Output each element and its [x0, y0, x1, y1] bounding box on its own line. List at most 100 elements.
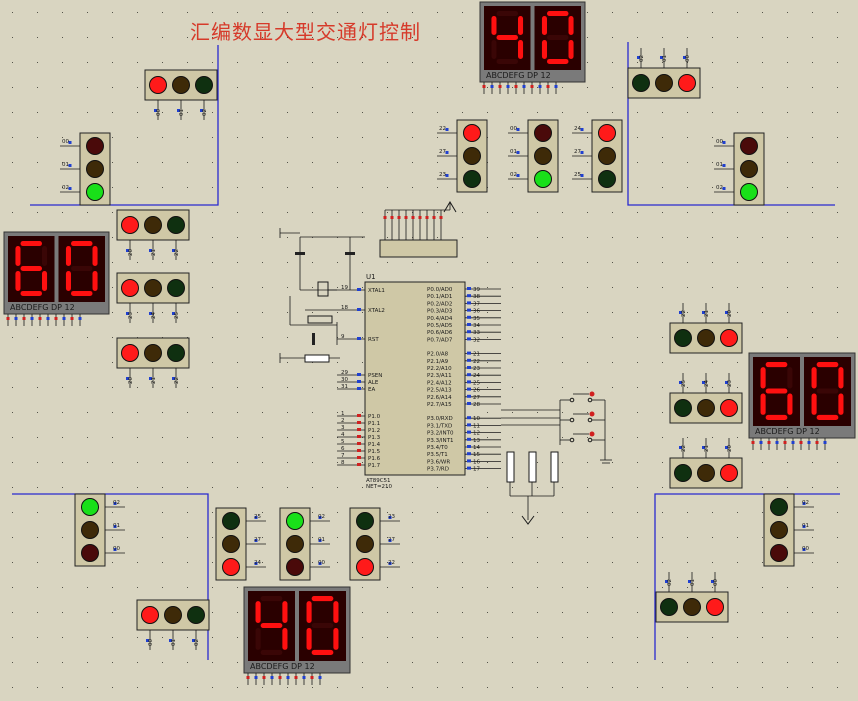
lamp-green	[86, 183, 104, 201]
pin-label: 20	[727, 445, 733, 452]
mcu-pin-num: 19	[341, 285, 348, 291]
segment-e	[491, 40, 497, 59]
pin-label: 24	[574, 126, 581, 132]
mcu-pin-num: 28	[473, 402, 480, 408]
pin-label: 00	[802, 546, 809, 552]
lamp-green_off	[356, 512, 374, 530]
mcu-pin-num: 7	[341, 453, 345, 459]
mcu-pin-num: 13	[473, 438, 480, 444]
mcu-pin-ALE: ALE	[368, 380, 379, 386]
mcu-pin-num: 4	[341, 432, 345, 438]
mcu-pin-num: 17	[473, 467, 480, 473]
mcu-pin-num: 33	[473, 330, 480, 336]
mcu-pin-num: 36	[473, 309, 480, 315]
mcu-pin-num: 38	[473, 294, 480, 300]
pin-label: 25	[174, 312, 180, 319]
lamp-red	[222, 558, 240, 576]
segment-e	[760, 393, 766, 415]
segment-g	[20, 265, 43, 272]
display-pin-label: ABCDEFG DP 12	[10, 303, 75, 312]
mcu-pin-num: 10	[473, 416, 480, 422]
mcu-pin-XTAL2: XTAL2	[368, 308, 385, 314]
segment-f	[811, 367, 817, 389]
lamp-yellow_off	[770, 521, 788, 539]
lamp-yellow_off	[697, 464, 715, 482]
lamp-yellow_off	[356, 535, 374, 553]
display-pin-label: ABCDEFG DP 12	[250, 662, 315, 671]
mcu-pin-num: 12	[473, 431, 480, 437]
pin-label: 01	[510, 149, 517, 155]
mcu-pin-P0.0/AD0: P0.0/AD0	[427, 287, 453, 293]
pin-label: 01	[62, 162, 69, 168]
segment-g	[816, 388, 839, 394]
segment-b	[333, 601, 339, 623]
lamp-yellow_off	[144, 344, 162, 362]
mcu-pin-P1.4: P1.4	[368, 442, 381, 448]
pin-label: 01	[113, 523, 120, 529]
lamp-yellow_off	[172, 76, 190, 94]
pin-label: 02	[510, 172, 517, 178]
mcu-pin-num: 22	[473, 359, 480, 365]
pin-label: 02	[716, 185, 723, 191]
lamp-yellow_off	[655, 74, 673, 92]
lamp-green_off	[632, 74, 650, 92]
pin-label: 02	[802, 500, 809, 506]
pin-label: 24	[704, 380, 710, 387]
display-pin-label: ABCDEFG DP 12	[755, 427, 820, 436]
mcu-pin-P3.7/RD: P3.7/RD	[427, 467, 449, 473]
mcu-pin-P3.2/INT0: P3.2/INT0	[427, 431, 454, 437]
lamp-green_off	[770, 498, 788, 516]
mcu-pin-P2.2/A10: P2.2/A10	[427, 366, 452, 372]
segment-a	[546, 11, 569, 17]
lamp-green_off	[195, 76, 213, 94]
lamp-yellow_off	[164, 606, 182, 624]
pin-label: 01	[662, 55, 668, 62]
mcu-pin-P0.7/AD7: P0.7/AD7	[427, 337, 453, 343]
pin-label: 00	[62, 139, 69, 145]
segment-g	[546, 34, 569, 41]
mcu-pin-P2.1/A9: P2.1/A9	[427, 359, 449, 365]
mcu-pin-EA: EA	[368, 387, 375, 393]
mcu-pin-P3.5/T1: P3.5/T1	[427, 452, 448, 458]
lamp-green_off	[598, 170, 616, 188]
mcu-pin-P0.6/AD6: P0.6/AD6	[427, 330, 453, 336]
segment-f	[306, 601, 312, 623]
segment-f	[760, 367, 766, 389]
mcu-pin-P1.3: P1.3	[368, 435, 381, 441]
lamp-green_off	[674, 399, 692, 417]
lamp-red	[720, 464, 738, 482]
segment-e	[306, 628, 312, 650]
lamp-yellow_off	[697, 399, 715, 417]
lamp-red	[149, 76, 167, 94]
segment-c	[518, 40, 524, 59]
pin-label: 01	[716, 162, 723, 168]
segment-g	[260, 622, 283, 629]
segment-e	[65, 271, 71, 291]
mcu-pin-num: 5	[341, 439, 345, 445]
segment-a	[20, 241, 43, 247]
pin-label: 01	[171, 639, 177, 646]
lamp-green_off	[187, 606, 205, 624]
lamp-green_off	[660, 598, 678, 616]
segment-e	[255, 628, 261, 650]
lamp-red	[141, 606, 159, 624]
segment-g	[311, 622, 334, 629]
pin-label: 23	[439, 172, 446, 178]
segment-c	[92, 271, 98, 291]
segment-g	[496, 34, 519, 41]
mcu-pin-num: 25	[473, 380, 480, 386]
mcu-pin-P3.1/TXD: P3.1/TXD	[427, 423, 452, 429]
pin-label: 02	[62, 185, 69, 191]
pin-label: 22	[388, 560, 395, 566]
pin-label: 00	[113, 546, 120, 552]
lamp-green_off	[167, 216, 185, 234]
segment-b	[838, 367, 844, 389]
segment-c	[568, 40, 574, 59]
